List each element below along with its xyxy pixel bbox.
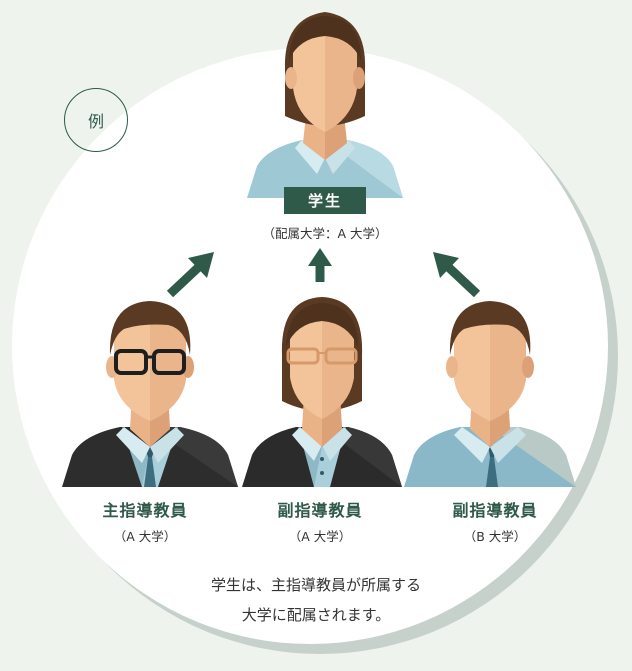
example-badge-label: 例 [87, 112, 104, 131]
glasses-icon [114, 349, 148, 375]
note-line-2: 大学に配属されます。 [241, 606, 391, 624]
student-label: 学生 [307, 192, 342, 210]
note-line-1: 学生は、主指導教員が所属する [210, 576, 421, 594]
student-figure [247, 12, 403, 198]
advisor-role-2: 副指導教員 [277, 501, 363, 520]
advisor-role-3: 副指導教員 [452, 501, 538, 520]
sub-advisor-a-figure [242, 297, 402, 487]
advisor-affiliation-3: （B 大学） [463, 529, 527, 544]
main-advisor-figure [62, 301, 238, 487]
advisor-affiliation-2: （A 大学） [288, 529, 352, 544]
student-affiliation: （配属大学：A 大学） [262, 226, 388, 241]
arrow-right-icon [433, 252, 481, 298]
student-label-box: 学生 [284, 187, 366, 214]
advisor-affiliation-1: （A 大学） [113, 529, 177, 544]
sub-advisor-b-figure [404, 301, 576, 487]
example-badge: 例 [64, 88, 128, 152]
assignment-note: 学生は、主指導教員が所属する 大学に配属されます。 [150, 570, 482, 630]
arrow-center-icon [308, 248, 332, 282]
advisor-role-1: 主指導教員 [102, 501, 188, 520]
arrow-left-icon [166, 252, 214, 298]
